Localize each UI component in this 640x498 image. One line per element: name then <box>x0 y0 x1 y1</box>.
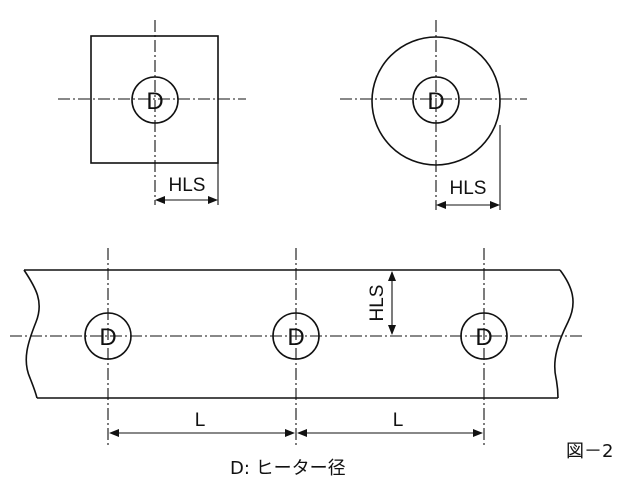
square-block-view: D HLS <box>58 20 246 205</box>
spacing-label-1: L <box>195 410 206 431</box>
square-heater-hole <box>131 76 179 124</box>
plate-hole-3-label: D <box>475 324 492 351</box>
plate-hls-label: HLS <box>367 285 388 322</box>
plate-heater-hole-1 <box>84 312 132 360</box>
plate-heater-hole-3 <box>460 312 508 360</box>
plate-hole-2-label: D <box>287 324 304 351</box>
round-block-view: D HLS <box>340 20 527 210</box>
plate-hole-1-label: D <box>99 324 116 351</box>
square-hls-label: HLS <box>169 175 206 196</box>
plate-heater-hole-2 <box>272 312 320 360</box>
spacing-label-2: L <box>393 410 404 431</box>
round-hls-label: HLS <box>450 178 487 199</box>
round-hole-label: D <box>427 88 444 115</box>
square-hole-label: D <box>146 88 163 115</box>
figure-number: 図－2 <box>566 441 613 462</box>
legend-text: D: ヒーター径 <box>230 458 346 479</box>
plate-right-break-line <box>553 269 574 399</box>
round-heater-hole <box>412 76 460 124</box>
plate-left-break-line <box>23 269 40 399</box>
plate-view: D D D HLS L L <box>10 248 585 445</box>
